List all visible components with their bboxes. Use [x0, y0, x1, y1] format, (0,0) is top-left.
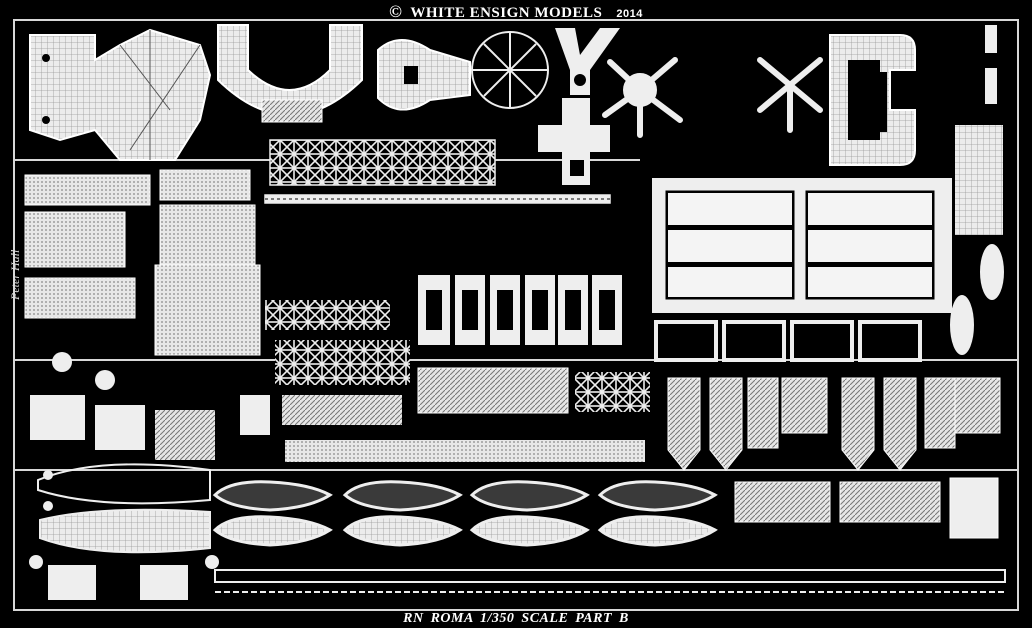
radar-dish-part: [471, 31, 549, 109]
scale-label: 1/350 SCALE: [480, 611, 569, 626]
small-fittings: [30, 352, 270, 511]
fret-footer: RN ROMA 1/350 SCALE PART B: [0, 611, 1032, 627]
support-frames: [265, 300, 410, 425]
maker-name: WHITE ENSIGN MODELS: [410, 5, 603, 21]
bridge-deck-part: [29, 28, 212, 161]
designer-signature: Peter Hall: [8, 249, 22, 300]
ladder-parts-column: [950, 25, 1004, 355]
winch-parts: [29, 555, 219, 600]
launch-hull-parts: [37, 463, 211, 554]
fret-year: 2014: [616, 8, 643, 20]
ladder-blocks: [285, 367, 650, 462]
y-support-part: [555, 28, 620, 95]
product-name: RN ROMA: [403, 611, 474, 626]
railing-strips: [264, 139, 611, 204]
tub-platform-part: [829, 34, 916, 166]
copyright-symbol: ©: [389, 2, 403, 21]
fret-header: © WHITE ENSIGN MODELS 2014: [0, 2, 1032, 22]
keyhole-platform-part: [377, 39, 471, 111]
part-label: PART B: [575, 611, 629, 626]
h-frame-parts: [418, 275, 622, 345]
chain-rail: [214, 569, 1006, 593]
bridge-window-panels: [652, 178, 952, 362]
inclined-ladders: [667, 377, 1001, 471]
cross-platform-part: [538, 98, 610, 185]
boat-cradle-parts: [734, 477, 999, 539]
star-support-part: [602, 57, 823, 138]
u-platform-part: [217, 24, 363, 123]
deck-plate-blocks: [24, 169, 261, 356]
whaler-hulls: [212, 480, 718, 547]
